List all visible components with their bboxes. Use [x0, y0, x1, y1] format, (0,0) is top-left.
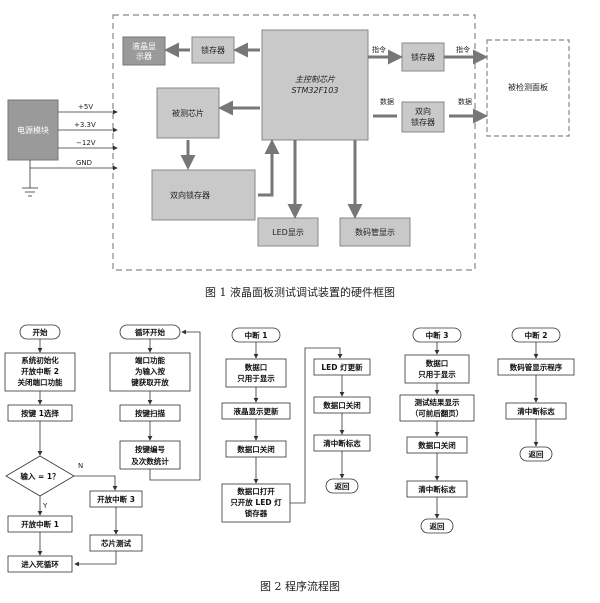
loop-count-label-1: 按键编号: [135, 444, 165, 454]
panel-under-test-block: [486, 39, 570, 137]
board-outline: [112, 14, 476, 271]
lcd-label-1: 液晶显: [132, 41, 156, 51]
int3-result-label-1: 测试结果显示: [415, 397, 460, 407]
figure-2-caption: 图 2 程序流程图: [260, 579, 340, 593]
int3-port-label-1: 数据口: [426, 358, 449, 368]
power-module-label: 电源模块: [17, 125, 49, 135]
int1-port-label-2: 只用于显示: [237, 374, 275, 383]
no-label: N: [78, 462, 83, 470]
v5-label: +5V: [78, 103, 93, 111]
loop-port-box: [109, 352, 191, 392]
chip-test-label: 芯片测试: [101, 538, 131, 548]
int1-return-terminal: [325, 478, 359, 494]
loop-port-label-3: 键获取开放: [130, 377, 169, 387]
int1-return-label: 返回: [335, 481, 350, 491]
dead-loop-box: [7, 555, 73, 573]
vneg12-label: −12V: [76, 139, 96, 147]
data-label-2: 数据: [458, 97, 472, 106]
int2-return-label: 返回: [529, 449, 544, 459]
dead-loop-label: 进入死循环: [21, 559, 59, 569]
int1-lcd-update-label: 液晶显示更新: [234, 406, 279, 416]
cmd-label-1: 指令: [372, 45, 386, 54]
int2-clear-label: 清中断标志: [517, 406, 555, 416]
latch-right-label: 锁存器: [411, 52, 435, 62]
int1-open-label-1: 数据口打开: [237, 486, 275, 496]
int3-port-close-label: 数据口关闭: [418, 440, 456, 450]
int1-port-close-label: 数据口关闭: [237, 444, 275, 454]
mcu-block: [261, 29, 369, 141]
bidir-latch-right-block: [401, 101, 445, 133]
lcd-block: [122, 36, 166, 66]
gnd-label: GND: [76, 159, 92, 167]
main-init-label-3: 关闭端口功能: [18, 377, 63, 387]
int1-title: 中断 1: [245, 330, 268, 340]
open-int3-label: 开放中断 3: [97, 494, 135, 504]
int2-title: 中断 2: [525, 330, 548, 340]
main-select-label: 按键 1选择: [21, 408, 59, 418]
int3-result-label-2: （可前后翻页）: [411, 408, 464, 418]
mcu-label-2: STM32F103: [292, 86, 339, 95]
loop-port-label-2: 为输入按: [135, 366, 165, 376]
main-decision-label: 输入 = 1？: [20, 471, 59, 481]
loop-count-box: [119, 440, 181, 470]
loop-scan-label: 按键扫描: [135, 408, 165, 418]
main-init-label-2: 开放中断 2: [21, 366, 59, 376]
latch-right-block: [401, 42, 445, 72]
bidir-latch-right-label-2: 锁存器: [411, 117, 435, 127]
yes-label: Y: [42, 502, 48, 510]
chip-under-test-label: 被测芯片: [172, 108, 204, 118]
hardware-block-diagram: 主控制芯片 STM32F103 液晶显 示器 锁存器 被测芯片 双向锁存器 LE…: [7, 14, 570, 299]
seg-display-label: 数码管显示: [355, 227, 395, 237]
int1-clear-label: 清中断标志: [323, 438, 361, 448]
int3-clear-label: 清中断标志: [418, 484, 456, 494]
bidir-latch-bottom-label: 双向锁存器: [170, 190, 210, 200]
int3-port-label-2: 只用于显示: [418, 370, 456, 379]
int1-open-label-3: 锁存器: [245, 508, 268, 518]
loop-start-label: 循环开始: [135, 327, 165, 337]
int3-port-box: [404, 354, 470, 384]
int3-return-label: 返回: [430, 521, 445, 531]
int1-open-box: [221, 483, 291, 523]
loop-count-label-2: 及次数统计: [131, 456, 169, 466]
v33-label: +3.3V: [74, 121, 96, 129]
int2-return-terminal: [519, 446, 553, 462]
panel-under-test-label: 被检测面板: [508, 82, 548, 92]
cmd-label-2: 指令: [456, 45, 470, 54]
latch-left-block: [191, 36, 235, 64]
int1-port-close2-label: 数据口关闭: [323, 400, 361, 410]
mcu-label-1: 主控制芯片: [295, 75, 336, 84]
int1-port-label-1: 数据口: [245, 362, 268, 372]
bidir-latch-bottom-block: [151, 169, 256, 221]
program-flowchart: 开始 系统初始化 开放中断 2 关闭端口功能 按键 1选择 输入 = 1？ Y …: [4, 324, 575, 593]
bidir-latch-right-label-1: 双向: [415, 106, 431, 116]
open-int1-label: 开放中断 1: [21, 519, 59, 529]
main-start-label: 开始: [33, 327, 48, 337]
loop-port-label-1: 端口功能: [135, 355, 165, 365]
bus-arrows: [164, 42, 488, 219]
int2-prog-label: 数码管显示程序: [510, 362, 563, 372]
latch-left-label: 锁存器: [201, 45, 225, 55]
power-module-block: [7, 99, 59, 161]
power-lines: [22, 109, 118, 197]
int1-open-label-2: 只开放 LED 灯: [230, 497, 282, 507]
int1-led-update-label: LED 灯更新: [321, 362, 363, 372]
data-label-1: 数据: [380, 97, 394, 106]
main-init-box: [4, 352, 76, 392]
lcd-label-2: 示器: [136, 52, 152, 61]
seg-display-block: [339, 217, 411, 247]
int3-title: 中断 3: [426, 330, 449, 340]
led-display-label: LED显示: [272, 228, 304, 237]
int3-return-terminal: [420, 518, 454, 534]
figure-1-caption: 图 1 液晶面板测试调试装置的硬件框图: [205, 285, 395, 299]
main-init-label-1: 系统初始化: [21, 355, 59, 365]
